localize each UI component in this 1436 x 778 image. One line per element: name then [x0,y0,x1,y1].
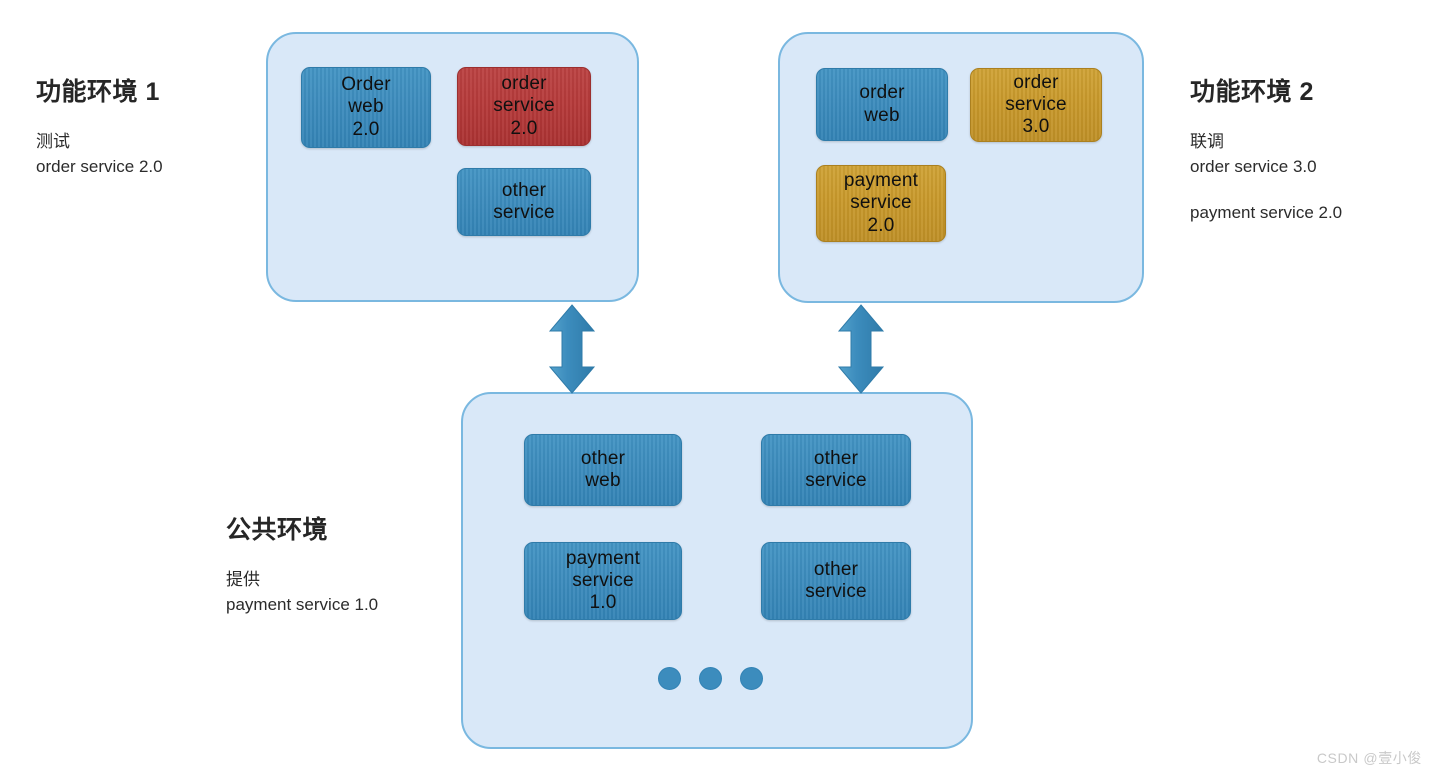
caption-env2-line-3: payment service 2.0 [1190,203,1343,223]
connector-arrow-env2-to-public [837,304,885,394]
connector-arrow-env1-to-public [548,304,596,394]
service-box-other-service-top[interactable]: other service [761,434,911,506]
service-box-order-web-2-0[interactable]: Order web 2.0 [301,67,431,148]
caption-env2-title: 功能环境 2 [1190,78,1314,106]
more-services-dot-1 [658,667,681,690]
panel-public-environment: other web other service payment service … [461,392,973,749]
caption-env2-line-2: order service 3.0 [1190,156,1317,176]
caption-public: 公共环境 提供 payment service 1.0 [226,510,378,617]
caption-env1-line-1: 测试 [36,132,70,151]
service-box-payment-service-1-0[interactable]: payment service 1.0 [524,542,682,620]
service-box-other-web[interactable]: other web [524,434,682,506]
caption-env1: 功能环境 1 测试 order service 2.0 [36,72,163,179]
caption-public-line-1: 提供 [226,570,260,589]
service-box-order-web[interactable]: order web [816,68,948,141]
caption-public-line-2: payment service 1.0 [226,594,379,614]
caption-env1-title: 功能环境 1 [36,78,160,106]
panel-environment-1: Order web 2.0 order service 2.0 other se… [266,32,639,302]
service-box-payment-service-2-0[interactable]: payment service 2.0 [816,165,946,242]
service-box-other-service-bottom[interactable]: other service [761,542,911,620]
more-services-dot-2 [699,667,722,690]
caption-env1-line-2: order service 2.0 [36,156,163,176]
service-box-order-service-3-0[interactable]: order service 3.0 [970,68,1102,142]
more-services-dot-3 [740,667,763,690]
panel-environment-2: order web order service 3.0 payment serv… [778,32,1144,303]
caption-env2-line-1: 联调 [1190,132,1224,151]
service-box-other-service[interactable]: other service [457,168,591,236]
watermark: CSDN @壹小俊 [1316,750,1422,766]
caption-public-title: 公共环境 [226,516,329,544]
caption-env2: 功能环境 2 联调 order service 3.0 payment serv… [1190,72,1342,226]
service-box-order-service-2-0[interactable]: order service 2.0 [457,67,591,146]
